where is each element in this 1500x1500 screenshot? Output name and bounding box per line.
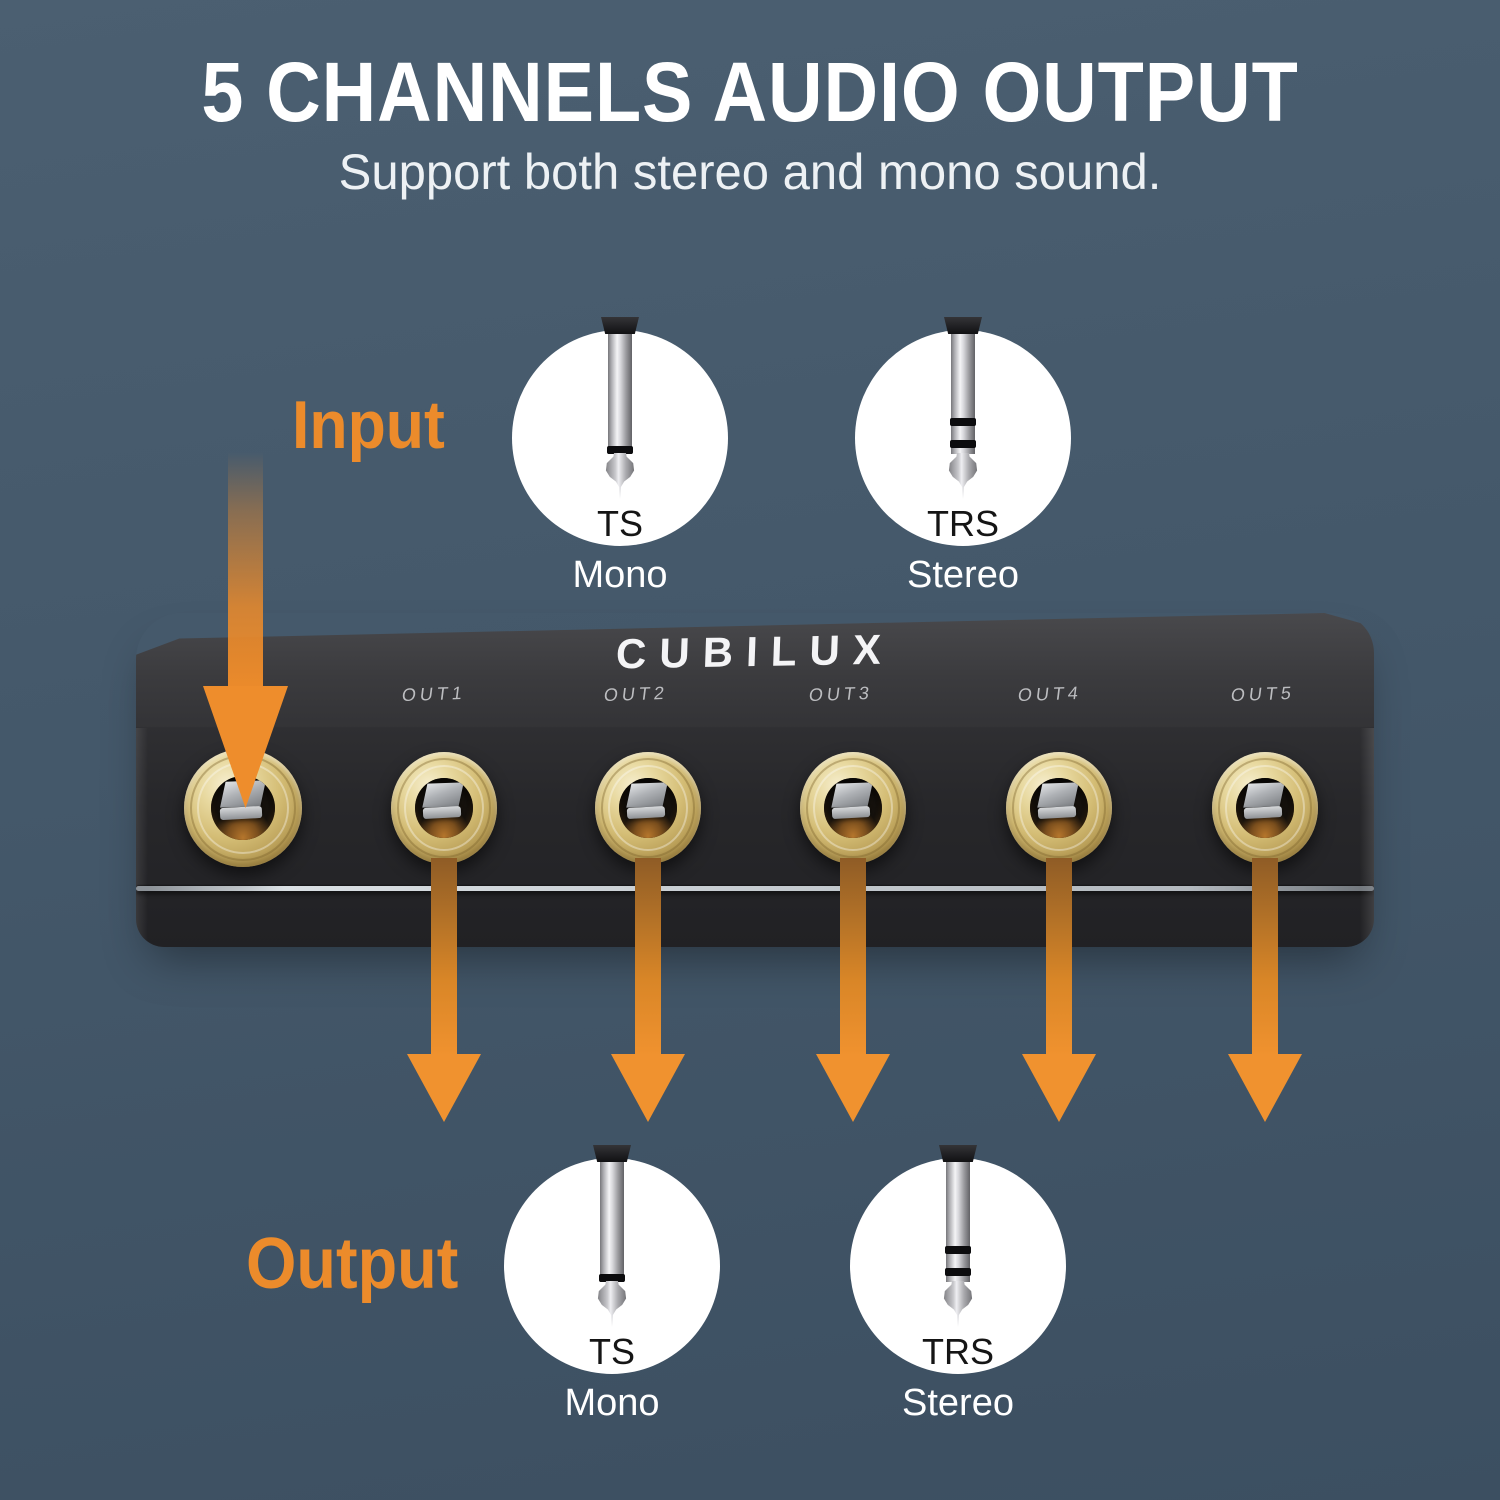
jack-hole: [619, 778, 677, 838]
plug-ring: [599, 1274, 625, 1282]
plug-tip: [597, 1281, 627, 1327]
device-groove-line: [136, 886, 1374, 891]
plug-ring: [950, 418, 976, 426]
output-jack-3: [800, 752, 906, 864]
jack-glow: [623, 808, 673, 838]
device-front-face: [136, 727, 1374, 947]
brand-logo: CUBILUX: [615, 625, 895, 678]
plug-cap: [944, 317, 982, 334]
connector-mode-label: Mono: [564, 1382, 660, 1424]
output-jack-5: [1212, 752, 1318, 864]
plug-cap: [593, 1145, 631, 1162]
jack-contact: [422, 805, 462, 819]
jack-hole: [1030, 778, 1088, 838]
trs-plug-icon: [939, 1145, 977, 1327]
output-arrow-5-head: [1228, 1054, 1302, 1122]
ts-plug-icon: [593, 1145, 631, 1327]
output-arrow-3-shaft: [840, 858, 866, 1056]
jack-contact: [219, 805, 263, 820]
device-top-face: CUBILUX OUT1 OUT2 OUT3 OUT4 OUT5: [136, 613, 1374, 729]
output-jack-4: [1006, 752, 1112, 864]
connector-mode-label: Mono: [572, 554, 668, 596]
output-arrow-2-shaft: [635, 858, 661, 1056]
audio-splitter-device: CUBILUX OUT1 OUT2 OUT3 OUT4 OUT5: [136, 613, 1374, 947]
jack-contact: [1243, 805, 1283, 819]
plug-ring: [945, 1268, 971, 1276]
trs-plug-icon: [944, 317, 982, 499]
port-label-out2: OUT2: [602, 682, 670, 706]
port-label-out1: OUT1: [400, 682, 468, 706]
port-label-out3: OUT3: [807, 682, 875, 706]
ts-plug-icon: [601, 317, 639, 499]
plug-tip: [943, 1281, 973, 1327]
output-arrow-3-head: [816, 1054, 890, 1122]
plug-cap: [601, 317, 639, 334]
output-jack-2: [595, 752, 701, 864]
connector-type-label: TS: [596, 503, 643, 544]
output-label: Output: [246, 1224, 459, 1304]
connector-mode-label: Stereo: [902, 1382, 1014, 1424]
plug-ring: [950, 440, 976, 448]
page-subtitle: Support both stereo and mono sound.: [338, 144, 1162, 200]
plug-shaft: [599, 1162, 625, 1282]
jack-glow: [1240, 808, 1290, 838]
output-arrow-2-head: [611, 1054, 685, 1122]
jack-glow: [216, 808, 270, 840]
plug-cap: [939, 1145, 977, 1162]
connector-type-label: TRS: [922, 1331, 994, 1372]
output-arrow-1-head: [407, 1054, 481, 1122]
output-arrow-4-head: [1022, 1054, 1096, 1122]
plug-shaft: [950, 334, 976, 454]
port-label-out5: OUT5: [1229, 682, 1297, 706]
output-jack-1: [391, 752, 497, 864]
jack-glow: [1034, 808, 1084, 838]
output-arrow-4-shaft: [1046, 858, 1072, 1056]
jack-contact: [831, 805, 871, 819]
jack-hole: [1236, 778, 1294, 838]
jack-contact: [1243, 782, 1286, 808]
output-arrow-5-shaft: [1252, 858, 1278, 1056]
connector-badge-top-ts: TS Mono: [512, 317, 728, 630]
jack-contact: [1037, 782, 1080, 808]
jack-contact: [831, 782, 874, 808]
connector-badge-bottom-trs: TRS Stereo: [850, 1145, 1066, 1458]
plug-ring: [607, 446, 633, 454]
jack-contact: [1037, 805, 1077, 819]
jack-contact: [626, 805, 666, 819]
plug-tip: [605, 453, 635, 499]
jack-contact: [626, 782, 669, 808]
input-arrow-shaft: [228, 452, 263, 690]
jack-glow: [828, 808, 878, 838]
plug-tip: [948, 453, 978, 499]
jack-hole: [415, 778, 473, 838]
connector-badge-top-trs: TRS Stereo: [855, 317, 1071, 630]
page-title: 5 CHANNELS AUDIO OUTPUT: [201, 45, 1299, 139]
input-label: Input: [292, 387, 445, 463]
port-label-out4: OUT4: [1016, 682, 1084, 706]
jack-glow: [419, 808, 469, 838]
jack-contact: [422, 782, 465, 808]
plug-ring: [945, 1246, 971, 1254]
plug-shaft: [945, 1162, 971, 1282]
plug-shaft: [607, 334, 633, 454]
connector-badge-bottom-ts: TS Mono: [504, 1145, 720, 1458]
connector-type-label: TRS: [927, 503, 999, 544]
output-arrow-1-shaft: [431, 858, 457, 1056]
connector-mode-label: Stereo: [907, 554, 1019, 596]
connector-type-label: TS: [588, 1331, 635, 1372]
jack-hole: [824, 778, 882, 838]
